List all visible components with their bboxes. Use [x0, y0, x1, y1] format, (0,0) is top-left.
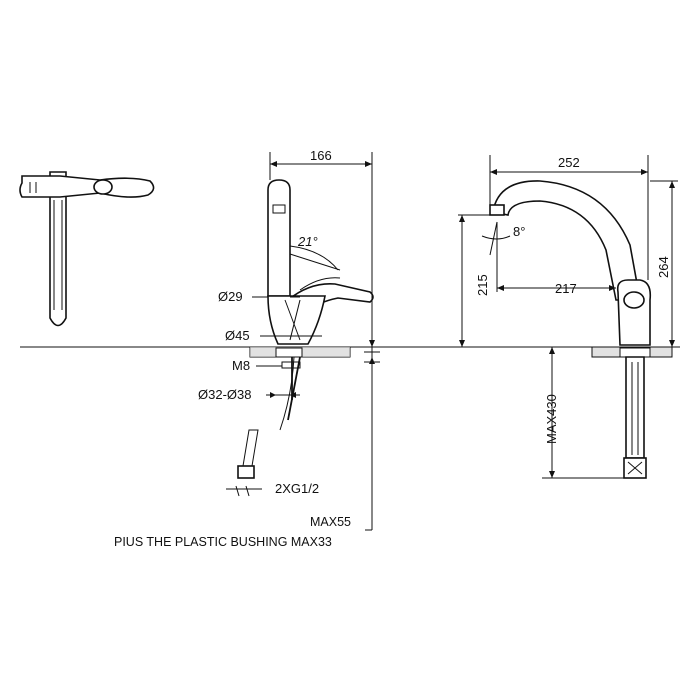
front-view-faucet: 252 264 215 217 8° [458, 155, 678, 479]
max430-label: MAX430 [544, 394, 559, 444]
side-view-faucet: 166 21° Ø29 Ø45 M8 [114, 148, 380, 549]
dia-45-label: Ø45 [225, 328, 250, 343]
top-view-faucet [19, 171, 155, 327]
height-264-label: 264 [656, 256, 671, 278]
dia-29-label: Ø29 [218, 289, 243, 304]
reach-217-label: 217 [555, 281, 577, 296]
height-215-label: 215 [475, 274, 490, 296]
hole-dia-label: Ø32-Ø38 [198, 387, 251, 402]
angle-21-label: 21° [297, 234, 318, 249]
bushing-note: PIUS THE PLASTIC BUSHING MAX33 [114, 535, 332, 549]
hose-thread-label: 2XG1/2 [275, 481, 319, 496]
tilt-8-label: 8° [513, 224, 525, 239]
reach-252-label: 252 [558, 155, 580, 170]
max55-label: MAX55 [310, 515, 351, 529]
width-166-label: 166 [310, 148, 332, 163]
m8-label: M8 [232, 358, 250, 373]
